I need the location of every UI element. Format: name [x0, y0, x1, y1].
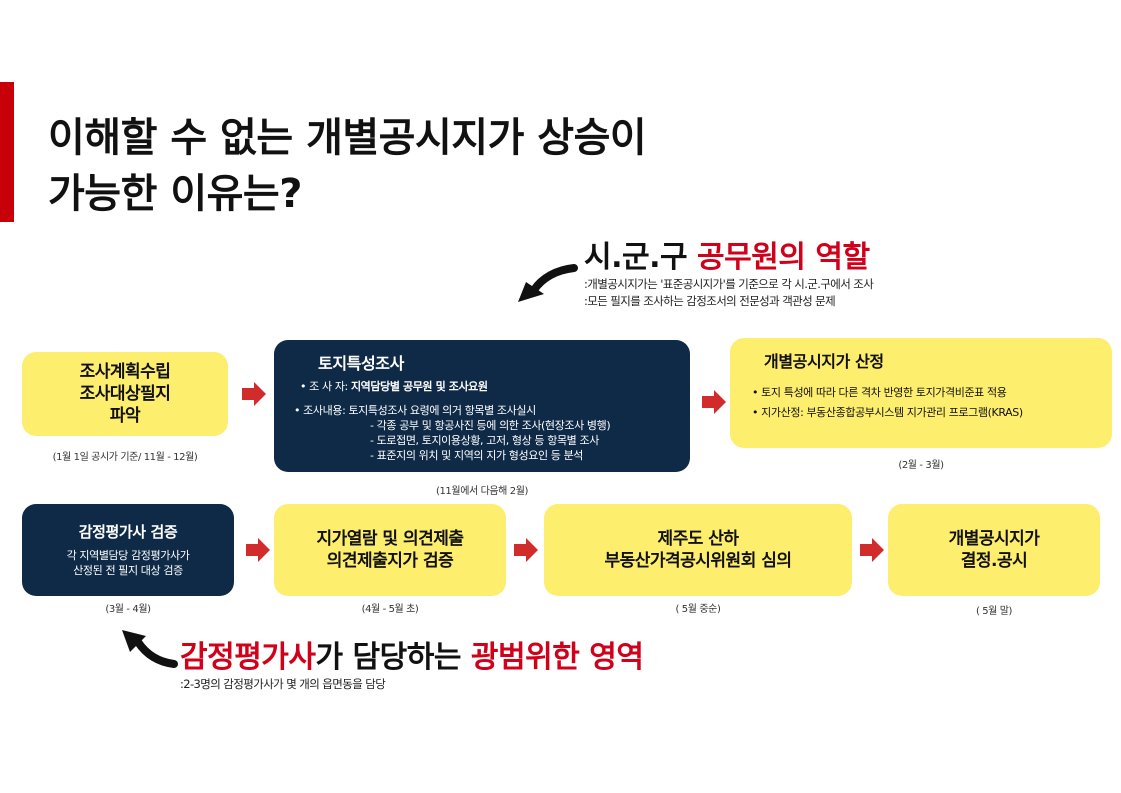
role-notes: :개별공시지가는 '표준공시지가'를 기준으로 각 시.군.구에서 조사 :모든…	[584, 276, 874, 310]
step-appraiser-title: 감정평가사 검증	[78, 523, 178, 541]
title-line-2: 가능한 이유는?	[48, 171, 302, 217]
curved-arrow-icon	[122, 630, 178, 668]
step-survey-detail-1: - 각종 공부 및 항공사진 등에 의한 조사(현장조사 병행)	[370, 419, 611, 432]
step-review-box: 지가열람 및 의견제출 의견제출지가 검증	[274, 504, 506, 596]
step-survey-content: • 조사내용: 토지특성조사 요령에 의거 항목별 조사실시	[294, 404, 536, 417]
appraisal-heading-black: 가 담당하는	[315, 640, 471, 675]
step-survey-title: 토지특성조사	[318, 354, 404, 373]
step-survey-surveyor: • 조 사 자: 지역담당별 공무원 및 조사요원	[300, 378, 488, 394]
step-calc-box: 개별공시지가 산정 • 토지 특성에 따라 다른 격차 반영한 토지가격비준표 …	[730, 338, 1112, 448]
step-appraiser-desc-2: 산정된 전 필지 대상 검증	[73, 564, 183, 577]
step-plan-box: 조사계획수립 조사대상필지 파악	[22, 352, 228, 436]
step-survey-caption: (11월에서 다음해 2월)	[435, 486, 529, 497]
step-survey-surveyor-label: • 조 사 자:	[300, 380, 351, 393]
curved-arrow-icon	[518, 264, 578, 302]
step-committee-line-2: 부동산가격공시위원회 심의	[604, 551, 792, 571]
step-calc-bullet-1: • 토지 특성에 따라 다른 격차 반영한 토지가격비준표 적용	[752, 386, 1007, 399]
step-appraiser-desc-1: 각 지역별담당 감정평가사가	[66, 549, 190, 562]
step-review-line-2: 의견제출지가 검증	[326, 551, 454, 571]
role-note-2: :모든 필지를 조사하는 감정조서의 전문성과 객관성 문제	[584, 294, 836, 308]
step-announce-line-1: 개별공시지가	[948, 529, 1040, 549]
step-calc-title: 개별공시지가 산정	[764, 352, 884, 371]
appraisal-note: :2-3명의 감정평가사가 몇 개의 읍면동을 담당	[180, 677, 386, 691]
title-line-1: 이해할 수 없는 개별공시지가 상승이	[48, 115, 647, 161]
page-title: 이해할 수 없는 개별공시지가 상승이 가능한 이유는?	[48, 110, 647, 222]
appraisal-heading: 감정평가사가 담당하는 광범위한 영역	[180, 632, 644, 676]
step-survey-surveyor-value: 지역담당별 공무원 및 조사요원	[350, 380, 488, 393]
step-survey-detail-3: - 표준지의 위치 및 지역의 지가 형성요인 등 분석	[370, 449, 584, 462]
step-plan-line-2: 조사대상필지	[79, 384, 171, 404]
role-heading-black: 시.군.구	[584, 240, 688, 275]
step-calc-bullet-2: • 지가산정: 부동산종합공부시스템 지가관리 프로그램(KRAS)	[752, 406, 1023, 419]
step-plan-line-1: 조사계획수립	[79, 362, 171, 382]
step-announce-caption: ( 5월 말)	[975, 606, 1013, 617]
step-review-caption: (4월 - 5월 초)	[361, 604, 419, 615]
step-announce-line-2: 결정.공시	[960, 551, 1028, 571]
step-plan-line-3: 파악	[109, 406, 141, 426]
appraisal-heading-red-1: 감정평가사	[180, 640, 316, 675]
step-appraiser-caption: (3월 - 4월)	[105, 604, 151, 615]
step-appraiser-box: 감정평가사 검증 각 지역별담당 감정평가사가 산정된 전 필지 대상 검증	[22, 504, 234, 596]
step-committee-box: 제주도 산하 부동산가격공시위원회 심의	[544, 504, 852, 596]
appraisal-heading-red-2: 광범위한 영역	[470, 640, 644, 675]
role-heading-red: 공무원의 역할	[697, 240, 870, 275]
step-review-line-1: 지가열람 및 의견제출	[316, 529, 464, 549]
step-committee-line-1: 제주도 산하	[657, 529, 739, 549]
step-calc-caption: (2월 - 3월)	[898, 460, 944, 471]
step-survey-detail-2: - 도로접면, 토지이용상황, 고저, 형상 등 항목별 조사	[370, 434, 599, 447]
accent-bar	[0, 82, 14, 222]
step-announce-box: 개별공시지가 결정.공시	[888, 504, 1100, 596]
step-committee-caption: ( 5월 중순)	[675, 604, 721, 615]
step-survey-box: 토지특성조사 • 조 사 자: 지역담당별 공무원 및 조사요원 • 조사내용:…	[274, 340, 690, 472]
role-heading: 시.군.구 공무원의 역할	[584, 232, 870, 276]
step-plan-caption: (1월 1일 공시가 기준/ 11월 - 12월)	[52, 452, 198, 463]
role-note-1: :개별공시지가는 '표준공시지가'를 기준으로 각 시.군.구에서 조사	[584, 277, 874, 291]
